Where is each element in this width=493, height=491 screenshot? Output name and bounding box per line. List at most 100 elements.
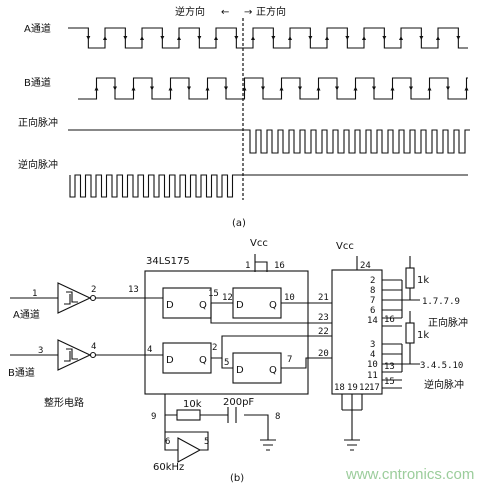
- pin-2-gal: 2: [370, 276, 375, 286]
- pin-19: 19: [347, 383, 358, 393]
- resistor-1k-bottom: [405, 322, 415, 344]
- ff3-d-pin: D: [166, 355, 174, 366]
- circuit-wiring: [10, 297, 332, 451]
- edge-arrow-icon: [353, 86, 358, 91]
- edge-arrow-icon: [160, 36, 165, 40]
- pin-12-gal: 12: [359, 383, 370, 393]
- edge-arrow-icon: [345, 36, 350, 40]
- edge-arrow-icon: [288, 36, 292, 40]
- channel-b-waveform: [78, 77, 468, 100]
- edge-arrow-icon: [187, 86, 191, 91]
- vcc-left-label: Vcc: [250, 238, 268, 249]
- resistor-1k-bottom-label: 1k: [417, 330, 429, 341]
- channel-a-waveform: [68, 27, 468, 49]
- edge-arrow-icon: [427, 86, 432, 91]
- edge-arrow-icon: [409, 86, 413, 91]
- pin-in-a: 1: [32, 289, 37, 299]
- edge-arrow-icon: [94, 86, 99, 91]
- pin-16: 16: [274, 261, 285, 271]
- vcc-right-label: Vcc: [336, 241, 354, 252]
- pin-21: 21: [318, 293, 329, 303]
- reverse-pulse-waveform: [69, 174, 468, 198]
- inverter-bubble-a: [89, 294, 97, 302]
- timing-diagram: 逆方向 ← → 正方向 A通道 B通道 正向脉冲 逆向脉冲 (a): [18, 5, 470, 229]
- pin-13: 13: [128, 285, 139, 295]
- pin-13-gal: 13: [384, 362, 395, 372]
- edge-arrow-icon: [103, 36, 107, 40]
- edge-arrow-icon: [382, 36, 387, 40]
- ff1-d-pin: D: [166, 300, 174, 311]
- oscillator-frequency-label: 60kHz: [153, 462, 184, 473]
- pin-4-gal: 4: [370, 350, 375, 360]
- direction-forward-label: 正方向: [256, 5, 286, 18]
- edge-arrow-icon: [446, 86, 450, 91]
- pin-15-gal: 15: [384, 377, 395, 387]
- edge-arrow-icon: [298, 86, 302, 91]
- pin-23: 23: [318, 313, 329, 323]
- pin-8-gal: 8: [370, 286, 375, 296]
- direction-arrow-left: ←: [221, 7, 229, 18]
- hysteresis-icon-a: [64, 291, 78, 305]
- pin-9: 9: [151, 412, 156, 422]
- pin-1: 1: [245, 261, 250, 271]
- edge-arrow-icon: [251, 36, 255, 40]
- input-channel-b-label: B通道: [8, 366, 35, 379]
- forward-pulse-label: 正向脉冲: [18, 116, 58, 129]
- edge-arrow-icon: [242, 86, 247, 91]
- channel-b-edge-markers: [94, 86, 469, 91]
- edge-arrow-icon: [456, 36, 461, 40]
- pin-10: 10: [284, 293, 295, 303]
- pin-12: 12: [222, 293, 233, 303]
- forward-pulse-output-label: 正向脉冲: [428, 316, 468, 329]
- edge-arrow-icon: [197, 36, 202, 40]
- watermark: www.cntronics.com: [345, 466, 474, 483]
- pin-17: 17: [369, 383, 380, 393]
- ff1-q-pin: Q: [199, 300, 207, 311]
- edge-arrow-icon: [177, 36, 181, 40]
- ff4-q-pin: Q: [269, 365, 277, 376]
- capacitor-200pf-label: 200pF: [223, 397, 254, 408]
- edge-arrow-icon: [308, 36, 313, 40]
- pin-4: 4: [147, 345, 152, 355]
- pin-8: 8: [275, 412, 280, 422]
- forward-output-pins: [382, 279, 420, 327]
- resistor-1k-top-label: 1k: [417, 275, 429, 286]
- edge-arrow-icon: [261, 86, 265, 91]
- pin-5: 5: [224, 358, 229, 368]
- pin-out-b: 4: [91, 342, 96, 352]
- pin-5-osc: 5: [204, 437, 209, 447]
- edge-arrow-icon: [224, 86, 228, 91]
- pin-16-gal: 16: [384, 315, 395, 325]
- edge-arrow-icon: [214, 36, 218, 40]
- edge-arrow-icon: [316, 86, 321, 91]
- reverse-pulse-label: 逆向脉冲: [18, 158, 58, 171]
- reverse-output-pins: [382, 343, 420, 389]
- pin-11-gal: 11: [367, 371, 378, 381]
- edge-arrow-icon: [390, 86, 395, 91]
- edge-arrow-icon: [113, 86, 117, 91]
- edge-arrow-icon: [205, 86, 210, 91]
- pin-6: 6: [165, 437, 170, 447]
- edge-arrow-icon: [123, 36, 128, 40]
- inverter-bubble-b: [89, 351, 97, 359]
- pin-3-gal: 3: [370, 340, 375, 350]
- edge-arrow-icon: [131, 86, 136, 91]
- direction-reverse-label: 逆方向: [175, 5, 205, 18]
- pin-24: 24: [360, 261, 371, 271]
- caption-a: (a): [232, 218, 246, 229]
- edge-arrow-icon: [436, 36, 440, 40]
- channel-a-edge-markers: [86, 36, 461, 40]
- pin-in-b: 3: [38, 346, 43, 356]
- shaping-circuit-label: 整形电路: [44, 396, 84, 409]
- reverse-output-pin-list: 3.4.5.10: [420, 361, 463, 371]
- edge-arrow-icon: [464, 86, 469, 91]
- pin-7-gal: 7: [370, 296, 375, 306]
- hysteresis-icon-b: [64, 348, 78, 362]
- caption-b: (b): [230, 473, 244, 484]
- resistor-10k: [176, 409, 201, 421]
- ff3-q-pin: Q: [199, 355, 207, 366]
- pin-20: 20: [318, 349, 329, 359]
- channel-a-label: A通道: [24, 22, 51, 35]
- ff4-d-pin: D: [236, 365, 244, 376]
- edge-arrow-icon: [271, 36, 276, 40]
